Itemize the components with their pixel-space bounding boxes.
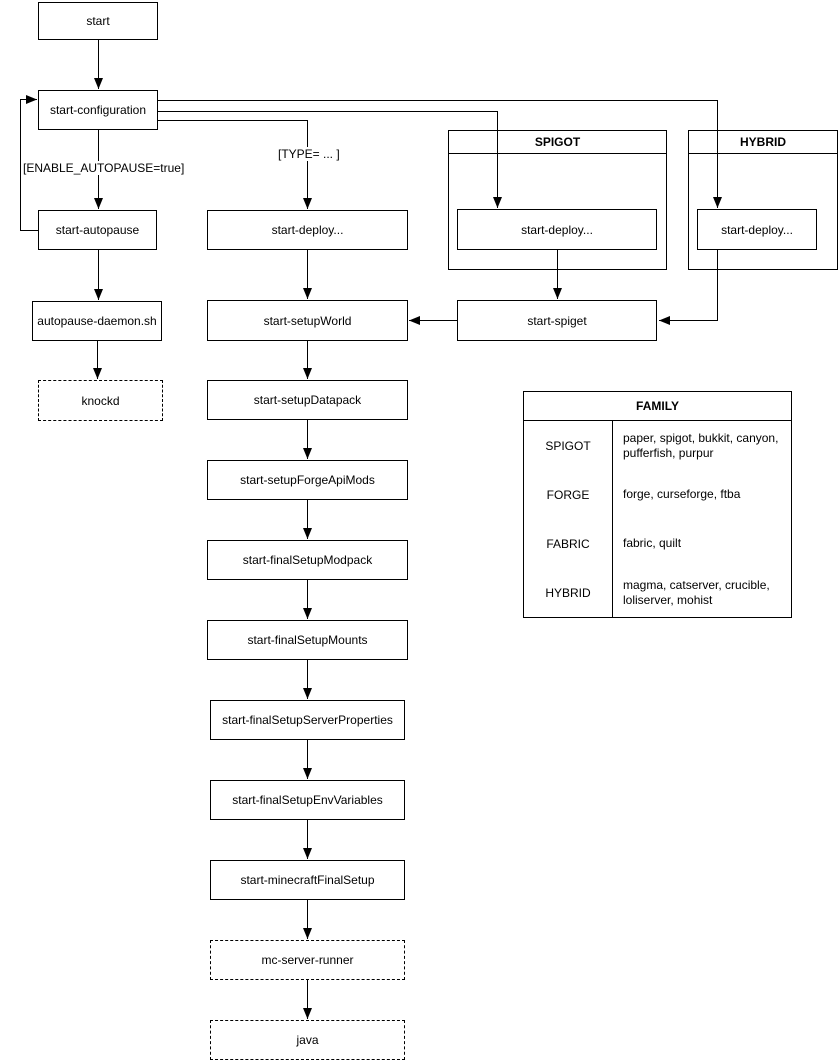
node-start-configuration: start-configuration	[38, 90, 158, 130]
node-spigot-start-deploy: start-deploy...	[457, 209, 657, 250]
family-key: HYBRID	[524, 568, 613, 617]
family-key: FORGE	[524, 470, 613, 519]
node-start-setup-datapack: start-setupDatapack	[207, 380, 408, 420]
node-start-minecraft-final-setup: start-minecraftFinalSetup	[210, 860, 405, 900]
family-row-hybrid: HYBRID magma, catserver, crucible, lolis…	[524, 568, 791, 617]
node-start-final-setup-env-variables: start-finalSetupEnvVariables	[210, 780, 405, 820]
edge-label-enable-autopause: [ENABLE_AUTOPAUSE=true]	[22, 161, 186, 175]
node-hybrid-start-deploy: start-deploy...	[697, 209, 817, 250]
node-start-setup-world: start-setupWorld	[207, 300, 408, 341]
family-values: magma, catserver, crucible, loliserver, …	[623, 578, 770, 607]
family-values: paper, spigot, bukkit, canyon, pufferfis…	[623, 431, 779, 460]
family-values: fabric, quilt	[623, 536, 682, 551]
family-row-fabric: FABRIC fabric, quilt	[524, 519, 791, 568]
family-table-title: FAMILY	[524, 392, 791, 421]
node-start-deploy: start-deploy...	[207, 210, 408, 250]
node-knockd: knockd	[38, 380, 163, 421]
node-start-autopause: start-autopause	[38, 210, 157, 250]
node-start-final-setup-mounts: start-finalSetupMounts	[207, 620, 408, 660]
node-mc-server-runner: mc-server-runner	[210, 940, 405, 980]
edge-label-type: [TYPE= ... ]	[277, 147, 341, 161]
node-java: java	[210, 1020, 405, 1060]
family-key: FABRIC	[524, 519, 613, 568]
family-row-forge: FORGE forge, curseforge, ftba	[524, 470, 791, 519]
family-row-spigot: SPIGOT paper, spigot, bukkit, canyon, pu…	[524, 421, 791, 470]
node-start-setup-forge-api-mods: start-setupForgeApiMods	[207, 460, 408, 500]
spigot-group: SPIGOT	[448, 130, 667, 270]
node-autopause-daemon: autopause-daemon.sh	[32, 301, 162, 341]
family-values: forge, curseforge, ftba	[623, 487, 741, 502]
node-start-final-setup-modpack: start-finalSetupModpack	[207, 540, 408, 580]
family-key: SPIGOT	[524, 421, 613, 470]
family-table-body: SPIGOT paper, spigot, bukkit, canyon, pu…	[524, 421, 791, 617]
node-start-spiget: start-spiget	[457, 300, 657, 341]
hybrid-group-header: HYBRID	[689, 131, 837, 154]
spigot-group-header: SPIGOT	[449, 131, 666, 154]
node-start-final-setup-server-properties: start-finalSetupServerProperties	[210, 700, 405, 740]
node-start: start	[38, 2, 158, 40]
family-table: FAMILY SPIGOT paper, spigot, bukkit, can…	[523, 391, 792, 618]
